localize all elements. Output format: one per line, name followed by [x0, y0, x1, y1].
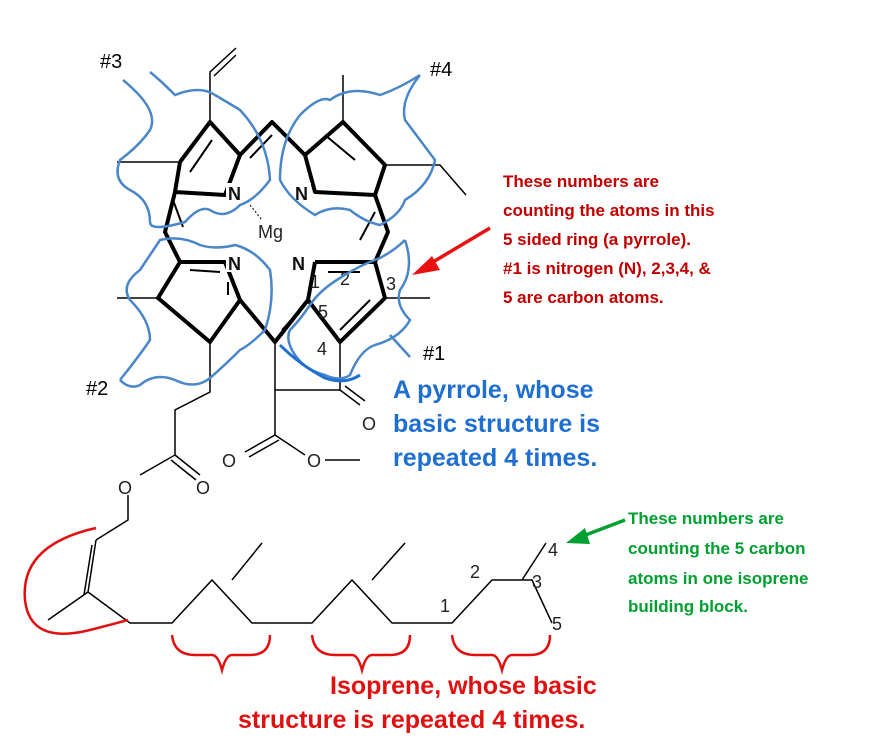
note-line: counting the 5 carbon: [628, 539, 806, 558]
atom-n: N: [295, 184, 308, 204]
atom-n: N: [228, 254, 241, 274]
isoprene-number: 1: [440, 596, 450, 616]
porphyrin-ring: [156, 120, 390, 344]
atom-labels: N N N N Mg O O O O O: [118, 183, 376, 498]
caption-line: repeated 4 times.: [393, 444, 597, 472]
pyrrole-tag: #3: [100, 51, 122, 73]
isoprene-brackets: [23, 526, 552, 675]
pyrrole-caption: A pyrrole, whose basic structure is repe…: [393, 376, 600, 472]
note-line: building block.: [628, 597, 748, 616]
pyrrole-tags: #3 #4 #2 #1: [86, 51, 452, 400]
atom-o: O: [362, 414, 376, 434]
pyrrole-number: 2: [340, 269, 350, 289]
atom-o: O: [222, 451, 236, 471]
pyrrole-tag: #4: [430, 59, 452, 81]
note-line: 5 are carbon atoms.: [503, 288, 664, 307]
pyrrole-numbers-note: These numbers are counting the atoms in …: [503, 172, 715, 307]
pyrrole-numbers: 1 2 3 4 5: [310, 269, 396, 359]
pyrrole-number: 3: [386, 274, 396, 294]
mg-bond: [249, 204, 263, 221]
pyrrole-number: 5: [318, 302, 328, 322]
caption-line: structure is repeated 4 times.: [238, 706, 585, 734]
thin-bonds: [47, 47, 553, 624]
pyrrole-tag: #2: [86, 378, 108, 400]
note-line: #1 is nitrogen (N), 2,3,4, &: [503, 259, 711, 278]
caption-line: basic structure is: [393, 410, 600, 438]
isoprene-numbers: 1 2 3 4 5: [440, 540, 562, 634]
green-arrow: [566, 518, 626, 544]
isoprene-number: 3: [532, 572, 542, 592]
isoprene-caption: Isoprene, whose basic structure is repea…: [238, 672, 597, 734]
note-line: These numbers are: [503, 172, 659, 191]
atom-mg: Mg: [258, 222, 283, 242]
caption-line: A pyrrole, whose: [393, 376, 594, 404]
red-arrow: [412, 226, 491, 275]
atom-o: O: [196, 478, 210, 498]
pyrrole-tag: #1: [423, 343, 445, 365]
note-line: 5 sided ring (a pyrrole).: [503, 230, 691, 249]
atom-n: N: [228, 184, 241, 204]
note-line: These numbers are: [628, 509, 784, 528]
isoprene-number: 2: [470, 562, 480, 582]
isoprene-number: 5: [552, 614, 562, 634]
note-line: counting the atoms in this: [503, 201, 715, 220]
isoprene-numbers-note: These numbers are counting the 5 carbon …: [628, 509, 808, 616]
pyrrole-number: 4: [317, 339, 327, 359]
caption-line: Isoprene, whose basic: [330, 672, 597, 700]
highlighted-pyrrole: [278, 343, 361, 383]
atom-n: N: [292, 254, 305, 274]
atom-o: O: [118, 478, 132, 498]
pyrrole-number: 1: [310, 272, 320, 292]
isoprene-number: 4: [548, 540, 558, 560]
atom-o: O: [307, 451, 321, 471]
note-line: atoms in one isoprene: [628, 569, 808, 588]
